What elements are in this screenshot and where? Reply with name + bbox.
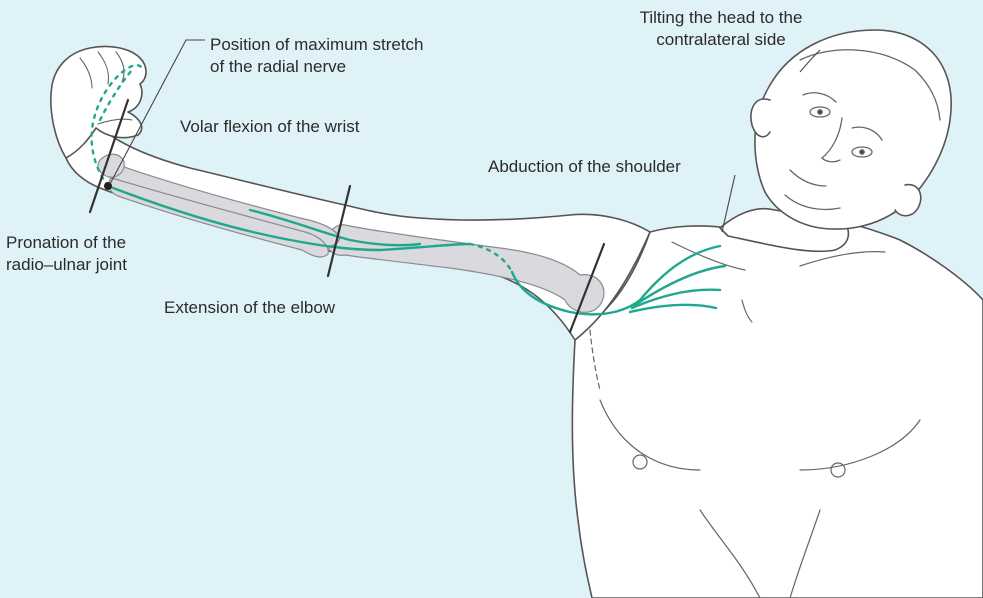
- label-pronation-line-1: Pronation of the: [6, 232, 127, 254]
- arm-outline: [63, 112, 650, 340]
- torso: [572, 222, 983, 598]
- label-maximum-stretch-line-2: of the radial nerve: [210, 56, 424, 78]
- label-pronation-line-2: radio–ulnar joint: [6, 254, 127, 276]
- ear-right: [751, 99, 770, 137]
- label-shoulder-abduction: Abduction of the shoulder: [488, 156, 681, 178]
- label-maximum-stretch-line-1: Position of maximum stretch: [210, 34, 424, 56]
- head-outline: [755, 30, 951, 229]
- label-maximum-stretch: Position of maximum stretch of the radia…: [210, 34, 424, 78]
- label-tilting-head-line-1: Tilting the head to the: [596, 7, 846, 29]
- pupil-right: [818, 110, 822, 114]
- label-volar-flexion: Volar flexion of the wrist: [180, 116, 360, 138]
- label-elbow-extension: Extension of the elbow: [164, 297, 335, 319]
- label-tilting-head-line-2: contralateral side: [596, 29, 846, 51]
- label-tilting-head: Tilting the head to the contralateral si…: [596, 7, 846, 51]
- pupil-left: [860, 150, 864, 154]
- label-pronation: Pronation of the radio–ulnar joint: [6, 232, 127, 276]
- torso-outline: [572, 222, 983, 598]
